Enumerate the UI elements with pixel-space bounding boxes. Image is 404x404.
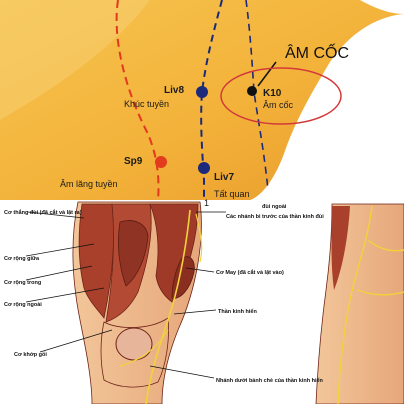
point-sp9-code: Sp9 <box>124 156 143 167</box>
point-k10-marker <box>247 86 257 96</box>
point-sp9-name: Âm lăng tuyền <box>60 179 118 189</box>
label-co-rong-giua: Cơ rộng giữa <box>4 256 40 262</box>
lateral-nerve <box>337 205 404 404</box>
point-k10-name: Âm cốc <box>263 100 294 110</box>
point-liv7-code: Liv7 <box>214 172 234 183</box>
kidney-meridian-line <box>245 0 269 191</box>
point-liv8-name: Khúc tuyền <box>124 99 169 109</box>
callout-line <box>257 61 277 87</box>
label-co-rong-trong: Cơ rộng trong <box>4 280 41 286</box>
callout-title: ÂM CỐC <box>285 42 349 62</box>
spleen-meridian-line <box>115 0 160 201</box>
rectus-femoris-flap <box>118 220 149 287</box>
leader-lines <box>25 211 226 379</box>
top-panel: ÂM CỐC Liv8 Khúc tuyền K10 Âm cốc Sp9 Âm… <box>0 0 404 201</box>
label-co-rong-ngoai: Cơ rộng ngoài <box>4 302 42 308</box>
patella <box>115 327 153 361</box>
highlight-ellipse <box>220 67 342 125</box>
point-liv7-marker <box>198 162 210 174</box>
infrapatellar-branch <box>119 329 169 367</box>
point-liv8-code: Liv8 <box>164 85 184 96</box>
label-co-khop-goi: Cơ khớp gối <box>14 351 47 358</box>
knee-joint-tissue <box>100 317 169 388</box>
saphenous-nerve <box>145 209 191 404</box>
point-liv7-name: Tất quan <box>214 189 250 199</box>
vastus-muscle-right <box>149 203 199 303</box>
label-nhanh-duoi: Nhánh dưới bánh chè của thần kinh hiển <box>216 377 324 384</box>
label-than-kinh-hien: Thần kinh hiển <box>218 308 257 315</box>
label-dui-ngoai: đùi ngoài <box>262 204 287 210</box>
point-k10-code: K10 <box>263 88 282 99</box>
skin-highlight <box>0 0 150 120</box>
lateral-muscle-strip <box>331 206 350 290</box>
point-liv8-marker <box>196 86 208 98</box>
bottom-panel: Cơ thẳng đùi (đã cắt và lật ra) Cơ rộng … <box>0 198 404 404</box>
label-cac-nhanh: Các nhánh bì trước của thần kinh đùi <box>226 214 324 220</box>
label-co-may: Cơ May (đã cắt và lật vào) <box>216 269 284 276</box>
watermark: 1 <box>204 198 209 208</box>
anterior-cutaneous-branch <box>195 213 203 263</box>
top-right-background <box>360 0 404 14</box>
liver-meridian-line <box>200 0 223 200</box>
label-co-thang-dui: Cơ thẳng đùi (đã cắt và lật ra) <box>4 209 82 216</box>
point-sp9-marker <box>155 156 167 168</box>
